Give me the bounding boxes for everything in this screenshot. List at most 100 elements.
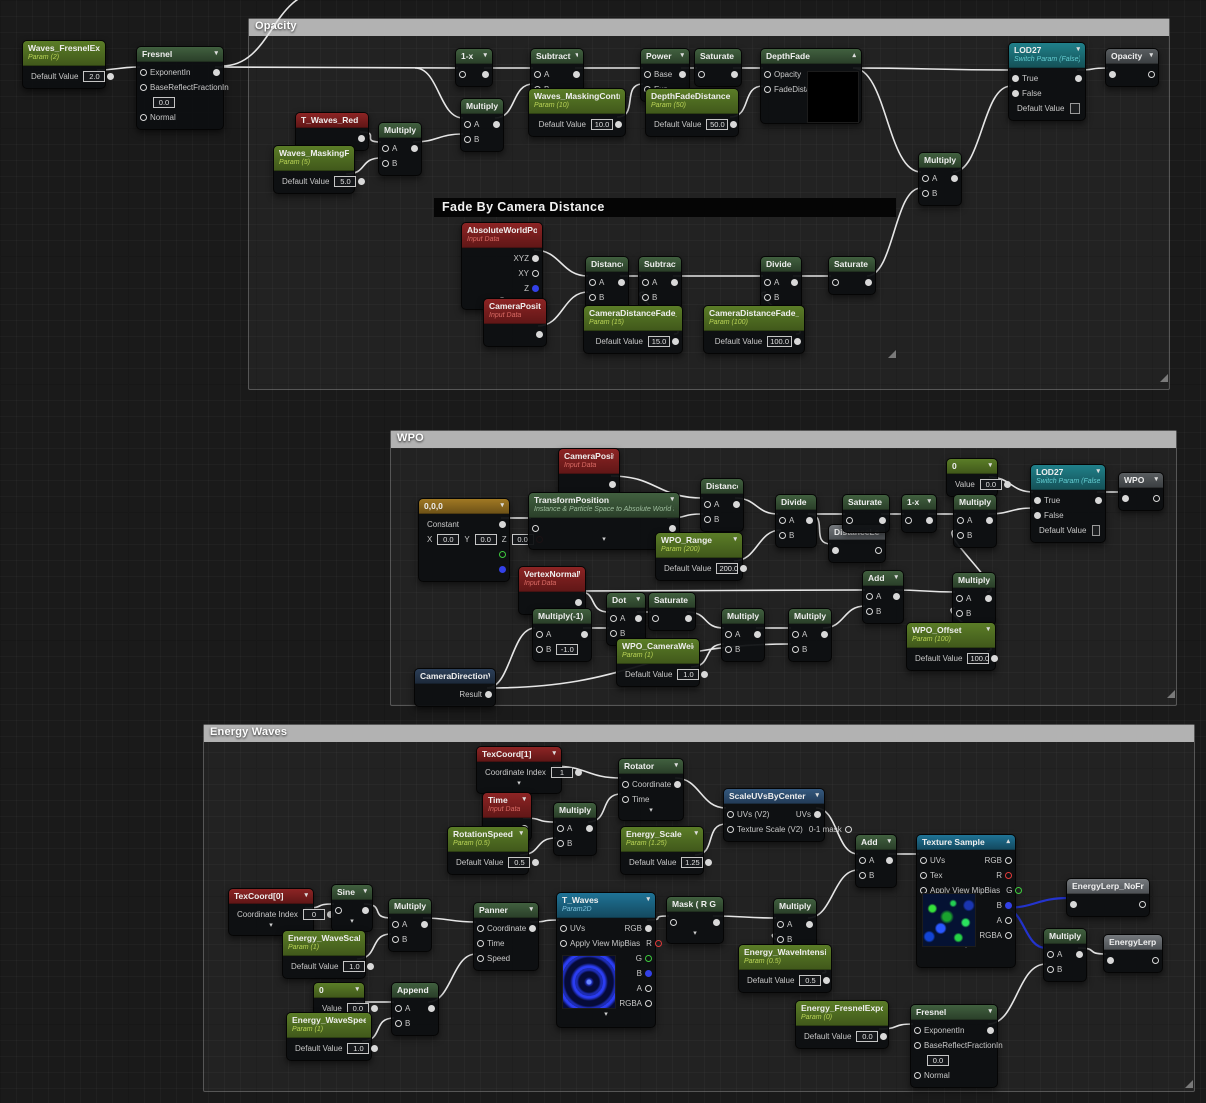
pin[interactable] xyxy=(382,145,389,152)
value-input[interactable]: 50.0 xyxy=(706,119,729,130)
pin[interactable] xyxy=(727,811,734,818)
collapse-chevron-icon[interactable]: ▾ xyxy=(575,52,578,59)
pin[interactable] xyxy=(880,1033,888,1040)
value-input[interactable]: 0.0 xyxy=(437,534,460,545)
pin[interactable] xyxy=(618,279,625,286)
pin[interactable] xyxy=(764,279,771,286)
node-header[interactable]: Subtract▾ xyxy=(639,257,681,272)
node-header[interactable]: CameraPosition▾Input Data xyxy=(559,449,619,474)
collapse-chevron-icon[interactable]: ▾ xyxy=(636,596,640,603)
node-one-minus-x-1[interactable]: 1-x▾ xyxy=(455,48,493,87)
node-header[interactable]: EnergyLerp_NoFresnel▾ xyxy=(1067,879,1149,894)
pin[interactable] xyxy=(1005,932,1012,939)
value-input[interactable]: 0.5 xyxy=(799,975,822,986)
node-header[interactable]: Rotator▾ xyxy=(619,759,683,774)
pin[interactable] xyxy=(645,925,652,932)
pin[interactable] xyxy=(358,135,365,142)
comment-title[interactable]: WPO xyxy=(391,431,1176,448)
value-input[interactable]: 0.0 xyxy=(474,534,497,545)
value-input[interactable]: 1.0 xyxy=(347,1043,370,1054)
pin[interactable] xyxy=(1070,901,1077,908)
collapse-chevron-icon[interactable]: ▾ xyxy=(355,986,359,993)
pin[interactable] xyxy=(731,71,738,78)
pin[interactable] xyxy=(792,631,799,638)
node-header[interactable]: RotationSpeed▾Param (0.5) xyxy=(448,827,528,852)
node-header[interactable]: CameraDistanceFade_Offset▾Param (15) xyxy=(584,306,682,331)
pin[interactable] xyxy=(411,145,418,152)
collapse-chevron-icon[interactable]: ▾ xyxy=(680,52,684,59)
collapse-chevron-icon[interactable]: ▾ xyxy=(988,462,992,469)
node-output-wpo[interactable]: WPO▾ xyxy=(1118,472,1164,511)
collapse-chevron-icon[interactable]: ▾ xyxy=(815,792,819,799)
value-input[interactable]: 0.0 xyxy=(927,1055,949,1066)
collapse-chevron-icon[interactable]: ▾ xyxy=(363,888,367,895)
pin[interactable] xyxy=(560,925,567,932)
node-header[interactable]: Texture Sample▴ xyxy=(917,835,1015,850)
pin[interactable] xyxy=(879,517,886,524)
node-header[interactable]: Energy_FresnelExponent▾Param (0) xyxy=(796,1001,888,1026)
node-multiply-2[interactable]: Multiply▾AB xyxy=(460,98,504,152)
pin[interactable] xyxy=(956,610,963,617)
pin[interactable] xyxy=(733,501,740,508)
collapse-chevron-icon[interactable]: ▾ xyxy=(674,762,678,769)
collapse-chevron-icon[interactable]: ▾ xyxy=(986,626,990,633)
node-energy-fresnel-exponent[interactable]: Energy_FresnelExponent▾Param (0)Default … xyxy=(795,1000,889,1049)
node-mask-rg[interactable]: Mask ( R G )▾▾ xyxy=(666,896,724,944)
node-header[interactable]: 0,0,0▾ xyxy=(419,499,509,514)
pin[interactable] xyxy=(536,646,543,653)
pin[interactable] xyxy=(536,331,543,338)
node-camera-position-fade[interactable]: CameraPosition▾Input Data xyxy=(483,298,547,347)
pin[interactable] xyxy=(532,285,539,292)
value-input[interactable]: -1.0 xyxy=(556,644,579,655)
collapse-chevron-icon[interactable]: ▾ xyxy=(304,892,308,899)
node-header[interactable]: Power▾ xyxy=(641,49,689,64)
node-header[interactable]: Fresnel▾ xyxy=(137,47,223,62)
pin[interactable] xyxy=(560,940,567,947)
node-header[interactable]: Opacity▾ xyxy=(1106,49,1158,64)
pin[interactable] xyxy=(922,175,929,182)
value-input[interactable]: 2.0 xyxy=(83,71,106,82)
pin[interactable] xyxy=(725,631,732,638)
pin[interactable] xyxy=(866,593,873,600)
node-header[interactable]: Panner▾ xyxy=(474,903,538,918)
node-waves-fresnel-exponent[interactable]: Waves_FresnelExponent▾Param (2)Default V… xyxy=(22,40,115,89)
default-value-checkbox[interactable] xyxy=(1070,103,1080,114)
node-header[interactable]: Multiply▾ xyxy=(379,123,421,138)
value-input[interactable]: 1.25 xyxy=(681,857,704,868)
node-header[interactable]: Dot▾ xyxy=(607,593,645,608)
value-input[interactable]: 0.0 xyxy=(153,97,175,108)
node-header[interactable]: Divide▾ xyxy=(776,495,816,510)
node-header[interactable]: Saturate▾ xyxy=(843,495,889,510)
node-multiply-wpo-1[interactable]: Multiply▾AB xyxy=(953,494,997,548)
pin[interactable] xyxy=(107,73,115,80)
node-multiply-neg1[interactable]: Multiply(-1)▾AB-1.0 xyxy=(532,608,592,662)
collapse-chevron-icon[interactable]: ▴ xyxy=(852,52,856,59)
node-saturate-wpo2[interactable]: Saturate▾ xyxy=(648,592,696,631)
node-saturate-1[interactable]: Saturate▾ xyxy=(694,48,742,87)
node-multiply-energy-1[interactable]: Multiply▾AB xyxy=(553,802,597,856)
value-input[interactable]: 0 xyxy=(302,909,325,920)
pin[interactable] xyxy=(956,595,963,602)
node-divide-wpo[interactable]: Divide▾AB xyxy=(775,494,817,548)
node-header[interactable]: VertexNormalWS▾Input Data xyxy=(519,567,585,592)
pin[interactable] xyxy=(140,69,147,76)
pin[interactable] xyxy=(806,517,813,524)
pin[interactable] xyxy=(713,919,720,926)
value-input[interactable]: 0.0 xyxy=(979,479,1002,490)
node-header[interactable]: Saturate▾ xyxy=(829,257,875,272)
node-header[interactable]: Multiply▾ xyxy=(953,573,995,588)
pin[interactable] xyxy=(529,925,537,932)
collapse-chevron-icon[interactable]: ▾ xyxy=(1076,46,1080,53)
pin[interactable] xyxy=(922,190,929,197)
fade-by-camera-distance-label[interactable]: Fade By Camera Distance xyxy=(434,198,896,217)
node-header[interactable]: Multiply▾ xyxy=(461,99,503,114)
node-header[interactable]: CameraPosition▾Input Data xyxy=(484,299,546,324)
node-camera-position-wpo[interactable]: CameraPosition▾Input Data xyxy=(558,448,620,497)
collapse-chevron-icon[interactable]: ▾ xyxy=(483,52,487,59)
node-distance-wpo[interactable]: Distance▾AB xyxy=(700,478,744,532)
